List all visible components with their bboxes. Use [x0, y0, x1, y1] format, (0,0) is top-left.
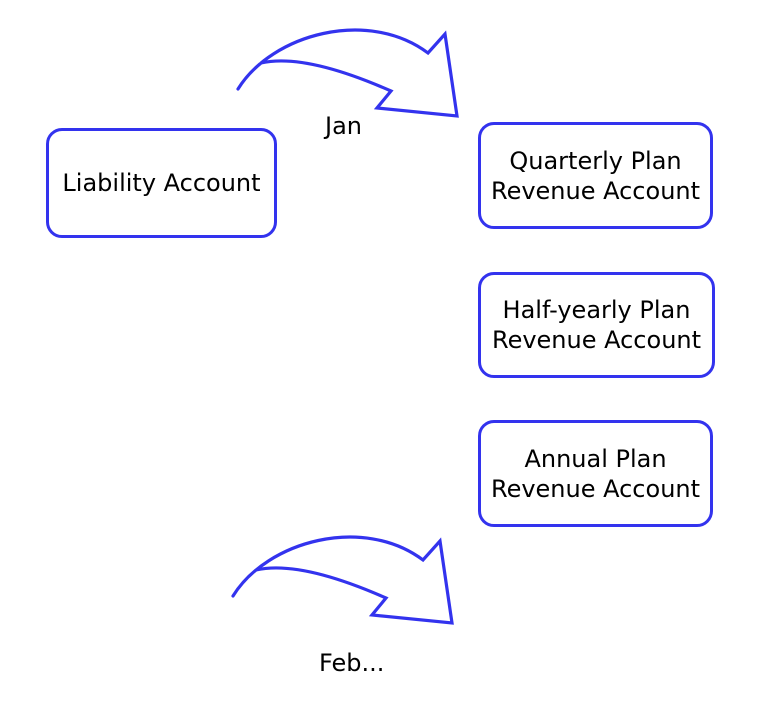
jan-arrow-label: Jan [325, 112, 362, 140]
node-liability-account: Liability Account [46, 128, 277, 238]
node-half-yearly-plan-revenue-account: Half-yearly Plan Revenue Account [478, 272, 715, 378]
jan-curved-arrow-icon [236, 28, 459, 118]
node-annual-plan-revenue-account: Annual Plan Revenue Account [478, 420, 713, 527]
node-quarterly-plan-revenue-account: Quarterly Plan Revenue Account [478, 122, 713, 229]
feb-arrow-label: Feb... [319, 649, 385, 677]
feb-curved-arrow-icon [231, 535, 454, 625]
